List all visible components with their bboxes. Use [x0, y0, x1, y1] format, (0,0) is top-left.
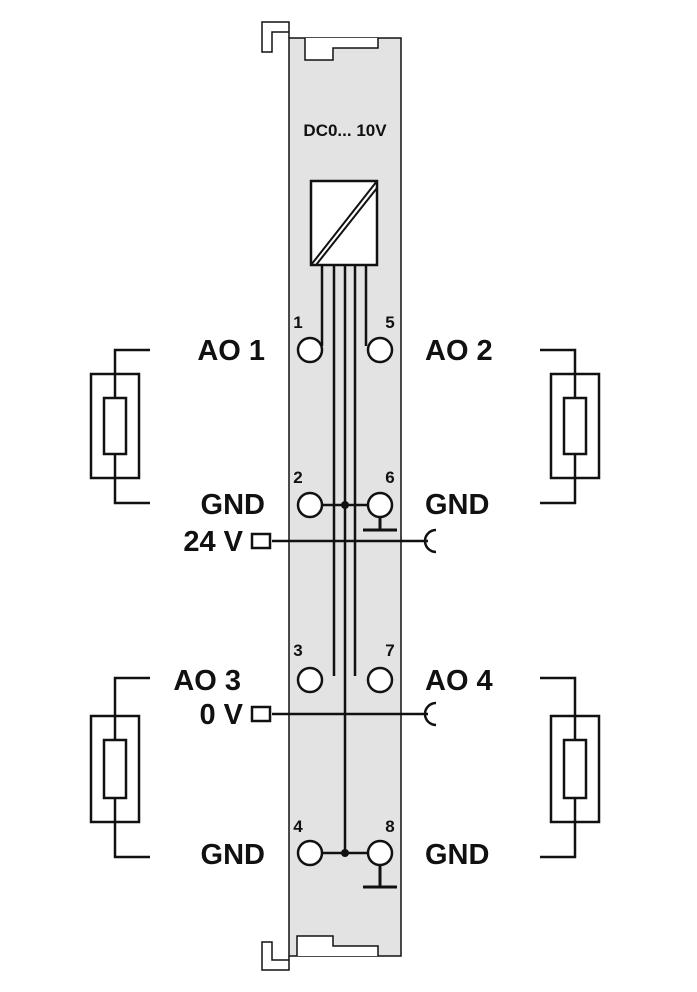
top-latch-slot: [304, 38, 379, 61]
terminal-4[interactable]: [296, 839, 324, 867]
power-contact-icon: [250, 528, 437, 554]
label-gnd-4: GND: [201, 839, 265, 871]
internal-wiring: [272, 265, 428, 855]
bottom-latch-slot: [296, 935, 379, 956]
terminal-2[interactable]: [296, 491, 324, 519]
terminal-5[interactable]: [366, 336, 394, 364]
resistor-load-icon: [89, 348, 150, 505]
dc-converter-icon: [309, 179, 379, 267]
terminal-6[interactable]: [366, 491, 394, 519]
label-gnd-2: GND: [201, 489, 265, 521]
junction-dot-row2: [341, 501, 349, 509]
ground-icon: [363, 517, 397, 532]
terminal-3[interactable]: [296, 666, 324, 694]
resistor-load-icon: [540, 348, 601, 505]
terminal-number-2: 2: [293, 468, 302, 487]
terminal-number-1: 1: [293, 313, 302, 332]
terminal-number-8: 8: [385, 817, 394, 836]
label-ao2: AO 2: [425, 335, 493, 367]
label-ao3: AO 3: [173, 665, 241, 697]
junction-dot-row4: [341, 849, 349, 857]
label-ao1: AO 1: [197, 335, 265, 367]
bottom-latch-left: [261, 941, 290, 971]
terminal-number-4: 4: [293, 817, 303, 836]
resistor-load-icon: [89, 676, 150, 859]
terminal-number-7: 7: [385, 641, 394, 660]
power-contact-icon: [250, 701, 437, 727]
label-gnd-8: GND: [425, 839, 489, 871]
terminals: [296, 336, 394, 867]
terminal-number-6: 6: [385, 468, 394, 487]
terminal-1[interactable]: [296, 336, 324, 364]
label-0v: 0 V: [199, 699, 243, 731]
terminal-number-5: 5: [385, 313, 394, 332]
label-ao4: AO 4: [425, 665, 493, 697]
label-gnd-6: GND: [425, 489, 489, 521]
ground-icon: [363, 865, 397, 889]
resistor-load-icon: [540, 676, 601, 859]
top-latch-left: [261, 21, 290, 53]
terminal-7[interactable]: [366, 666, 394, 694]
terminal-8[interactable]: [366, 839, 394, 867]
terminal-number-3: 3: [293, 641, 302, 660]
label-24v: 24 V: [183, 526, 243, 558]
module-title: DC0... 10V: [303, 121, 387, 140]
